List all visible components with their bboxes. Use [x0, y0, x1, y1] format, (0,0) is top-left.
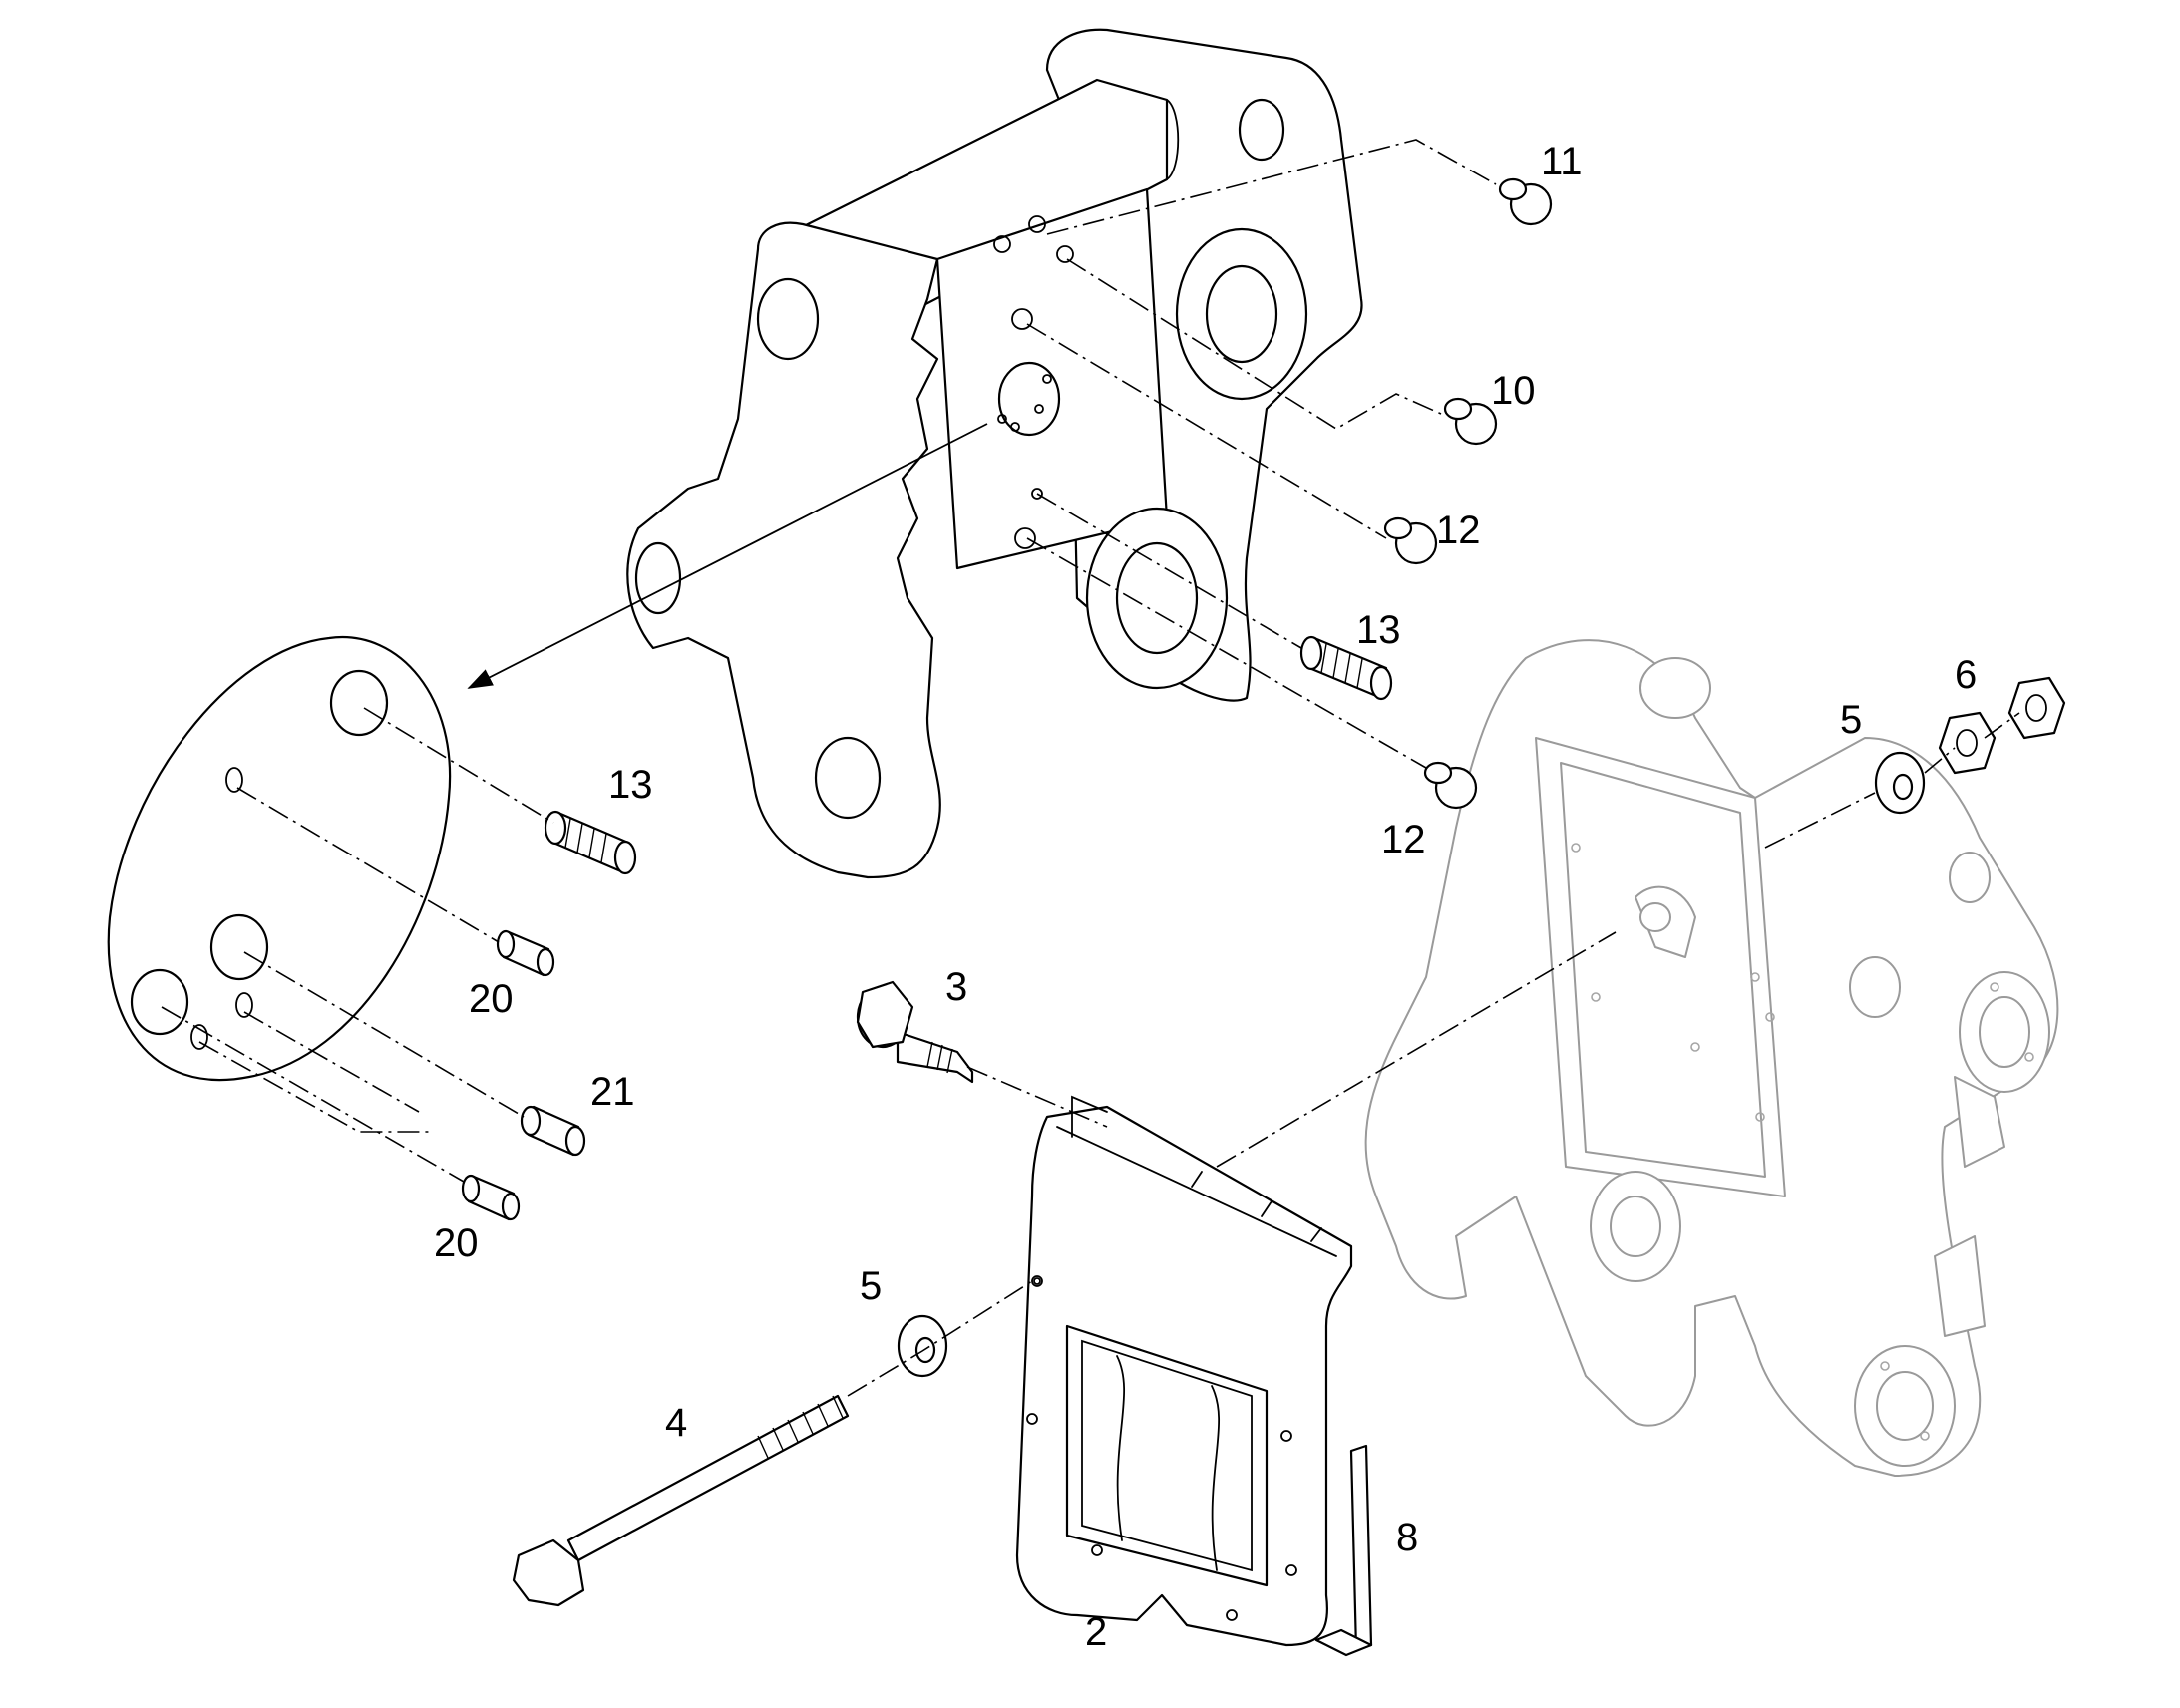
callout-5-upper: 5	[1840, 698, 1862, 742]
callout-21: 21	[590, 1070, 635, 1114]
plug-12-upper	[1383, 516, 1438, 565]
callout-5-lower: 5	[860, 1264, 882, 1308]
hitch-bracket	[626, 28, 1363, 879]
callout-4: 4	[665, 1401, 687, 1445]
set-screw-20-upper	[496, 929, 555, 977]
nut-6	[1938, 676, 2066, 775]
long-bolt-4	[512, 1394, 850, 1607]
plug-11	[1498, 177, 1553, 226]
set-screw-13-upper	[1299, 635, 1393, 701]
plug-10	[1443, 397, 1498, 446]
callout-10: 10	[1491, 369, 1536, 413]
washer-5-lower	[897, 1314, 948, 1378]
callout-13-upper: 13	[1356, 608, 1401, 652]
set-screw-20-lower	[461, 1174, 521, 1221]
washer-5-upper	[1874, 751, 1926, 815]
detail-plate	[107, 635, 452, 1082]
key-bar-8	[1314, 1444, 1373, 1657]
callout-20-lower: 20	[434, 1221, 479, 1265]
callout-8: 8	[1396, 1516, 1418, 1559]
assembly-leaders	[161, 139, 2020, 1397]
callout-2: 2	[1085, 1610, 1107, 1654]
callout-3: 3	[945, 965, 967, 1009]
flange-bolt-3	[856, 980, 974, 1084]
callout-labels: 11 10 12 13 12 13 20 21 20 3 5 6 5 4 8 2	[434, 140, 1977, 1654]
plug-12-lower	[1423, 761, 1478, 810]
callout-11: 11	[1541, 140, 1583, 183]
detail-arrow	[467, 423, 988, 689]
callout-12-lower: 12	[1381, 818, 1426, 861]
cover-plate-2	[1015, 1095, 1353, 1647]
callout-20-upper: 20	[469, 977, 514, 1021]
set-screw-13-lower	[544, 810, 637, 875]
callout-12-upper: 12	[1436, 509, 1481, 552]
callout-13-lower: 13	[608, 763, 653, 807]
callout-6: 6	[1955, 653, 1977, 697]
coupler-assembly-ghost	[1364, 639, 2059, 1477]
set-screw-21	[520, 1105, 586, 1157]
